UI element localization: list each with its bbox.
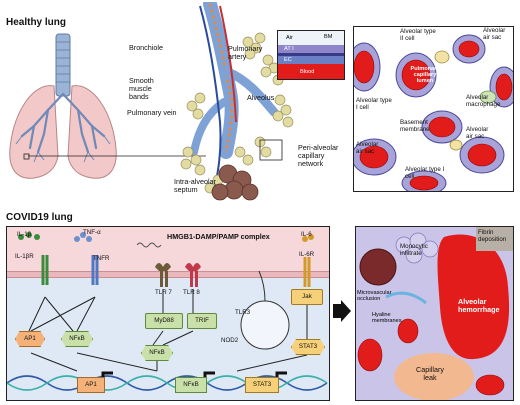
- ec-layer: [278, 56, 344, 64]
- jak-box: Jak: [291, 289, 323, 305]
- tlr7-label: TLR 7: [155, 289, 172, 296]
- at1-text: AT I: [284, 46, 294, 52]
- bronchiole-illustration: [180, 2, 294, 201]
- alveolar-type2-label: Alveolar type II cell: [400, 28, 436, 42]
- healthy-alveolus-drawing: [347, 34, 519, 196]
- ec-text: EC: [284, 57, 292, 63]
- dna-helix: [7, 375, 328, 391]
- tlr8-receptor: [185, 263, 201, 287]
- ap1-dna-box: AP1: [77, 377, 105, 393]
- tnfr-receptor: [91, 255, 99, 285]
- nod2-label: NOD2: [221, 337, 239, 344]
- intra-alveolar-label: Intra-alveolar septum: [174, 177, 216, 194]
- zoom-marker: [23, 153, 30, 160]
- stat3-dna-box: STAT3: [245, 377, 279, 393]
- covid-alveolus-inset: [355, 226, 514, 401]
- lung-illustration: [9, 33, 117, 179]
- red-blood-cells: [353, 40, 513, 191]
- tlr8-label: TLR 8: [183, 289, 200, 296]
- il1br-label: IL-1βR: [15, 253, 34, 260]
- hmgb1-complex: [136, 242, 162, 248]
- membrane-schematic: Air AT I EC Blood BM: [277, 30, 345, 80]
- alveolar-hemorrhage: [437, 234, 510, 360]
- blood-text: Blood: [300, 69, 315, 75]
- il6r-receptor: [303, 257, 311, 287]
- air-text: Air: [286, 35, 293, 41]
- alveolus-label: Alveolus: [247, 93, 275, 102]
- transition-arrow: [333, 300, 351, 322]
- capillary-leak: [394, 353, 474, 400]
- trif-box: TRIF: [187, 313, 217, 329]
- bm-layer: [278, 53, 344, 56]
- blood-layer: [278, 64, 344, 79]
- bm-text: BM: [324, 34, 333, 40]
- smooth-muscle-label: Smooth muscle bands: [129, 76, 154, 101]
- hemorrhage-label: Alveolar hemorrhage: [458, 297, 500, 314]
- pulmonary-artery-label: Pulmonary artery: [228, 44, 263, 61]
- nfkb-left-box: NFκB: [61, 331, 93, 347]
- il6-label: IL-6: [301, 231, 312, 238]
- alveolar-type1-left-label: Alveolar type I cell: [356, 97, 392, 111]
- covid-lung-title: COVID19 lung: [6, 212, 73, 223]
- tnfr-label: TNFR: [93, 255, 110, 262]
- zoom-line: [28, 155, 206, 157]
- basement-membrane-label: Basement membrane: [400, 119, 430, 133]
- stat3-right-box: STAT3: [291, 339, 325, 355]
- il1br-receptor: [41, 255, 49, 285]
- alveolar-type1-bottom-label: Alveolar type I cell: [405, 166, 445, 180]
- trachea: [55, 33, 71, 97]
- monocytic-label: Monocytic infiltrate: [400, 243, 428, 257]
- hyaline-label: Hyaline membranes: [372, 312, 402, 324]
- il1b-label: IL-1β: [17, 231, 32, 238]
- healthy-alveolus-inset: [347, 26, 519, 196]
- healthy-lung-title: Healthy lung: [6, 17, 67, 28]
- ap1-left-box: AP1: [15, 331, 45, 347]
- microvascular-label: Microvascular occlusion: [357, 290, 392, 302]
- alveolar-macrophage-label: Alveolar macrophage: [466, 94, 501, 108]
- capillary-leak-label: Capillary leak: [416, 365, 444, 382]
- alveolar-air-sac-left-label: Alveolar air sac: [356, 141, 379, 155]
- tnfa-label: TNF-α: [83, 229, 101, 236]
- myd88-box: MyD88: [145, 313, 183, 329]
- nfkb-mid-box: NFκB: [141, 345, 173, 361]
- signaling-drawing: [7, 232, 328, 391]
- alveolar-sac-cluster: [211, 164, 259, 201]
- fibrin-label: Fibrin deposition: [478, 229, 507, 243]
- tlr7-receptor: [155, 263, 171, 287]
- alveolar-air-sac-right-label: Alveolar air sac: [466, 126, 489, 140]
- pulmonary-vein-label: Pulmonary vein: [127, 108, 177, 117]
- alveolar-air-sac-top-label: Alveolar air sac: [483, 27, 506, 41]
- tlr3-label: TLR3: [235, 309, 251, 316]
- at1-layer: [278, 45, 344, 53]
- alveoli-clusters: [180, 32, 294, 194]
- bronchiole-label: Bronchiole: [129, 43, 163, 52]
- pulmonary-capillary-label: Pulmonary capillary lumen: [410, 66, 440, 84]
- hmgb1-label: HMGB1-DAMP/PAMP complex: [167, 232, 270, 241]
- peri-alveolar-label: Peri-alveolar capillary network: [298, 143, 339, 168]
- il6r-label: IL-6R: [299, 251, 315, 258]
- bronchial-tree: [20, 92, 106, 154]
- nfkb-dna-box: NFκB: [175, 377, 207, 393]
- air-layer: [278, 31, 344, 45]
- signaling-panel: IL-1β TNF-α IL-1βR TNFR HMGB1-DAMP/PAMP …: [6, 226, 330, 401]
- covid-alveolus-drawing: [356, 227, 513, 400]
